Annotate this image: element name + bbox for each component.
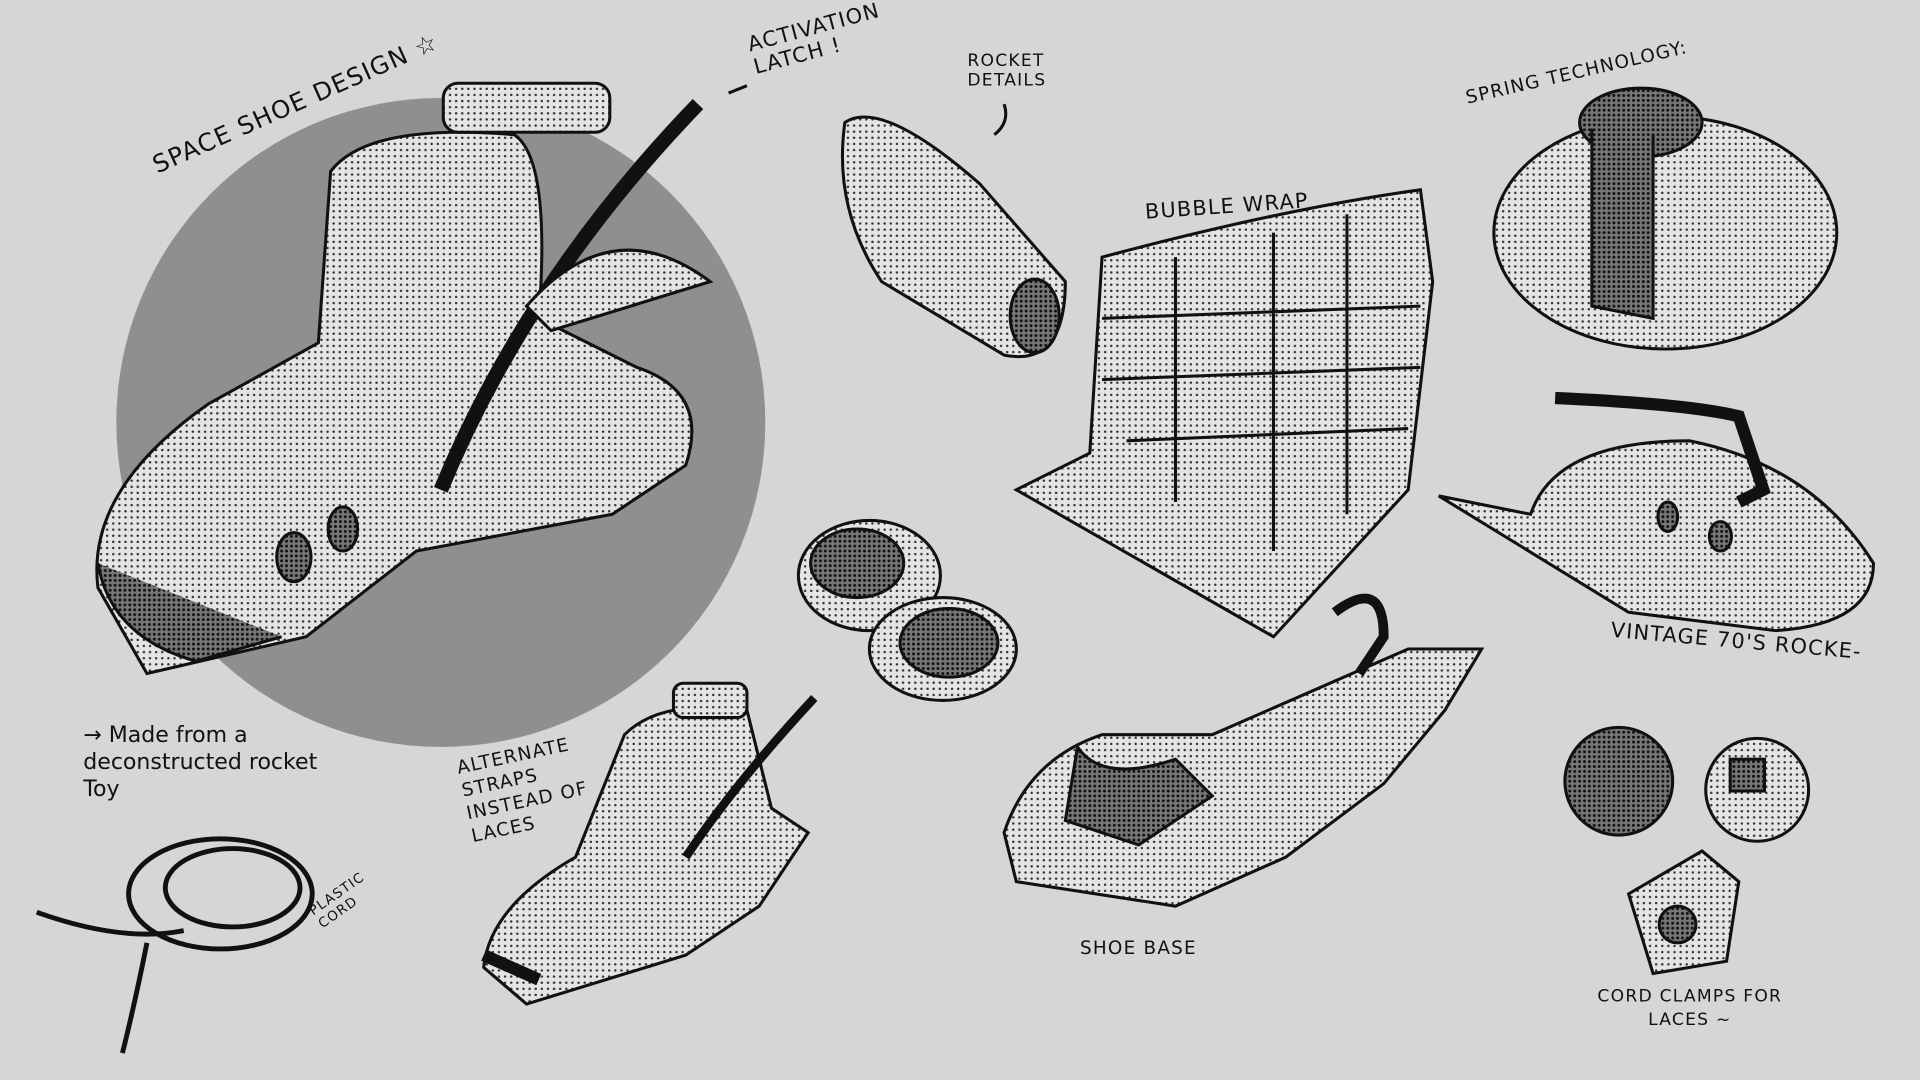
activation-arrow — [728, 84, 748, 95]
vintage-rocket-drawing — [1437, 391, 1876, 633]
bubble-wrap-drawing — [1013, 188, 1435, 639]
made-from-note: → Made from a deconstructed rocket Toy — [83, 722, 318, 803]
plastic-cord-drawing — [35, 836, 315, 1054]
spring-drawing — [1492, 86, 1839, 351]
rocket-details-label: ROCKET DETAILS — [967, 51, 1047, 91]
shoe-base-label: SHOE BASE — [1080, 936, 1197, 959]
cord-clamps-drawing — [1563, 725, 1811, 976]
shoe-base-drawing — [1002, 593, 1485, 908]
buttons-drawing — [796, 518, 1018, 702]
cord-clamps-label: CORD CLAMPS FOR LACES ~ — [1597, 986, 1783, 1030]
alternate-shoe-drawing — [481, 681, 818, 1006]
main-shoe-drawing — [95, 81, 714, 676]
rocket-details-arrow — [993, 103, 1008, 136]
rocket-drawing — [840, 115, 1067, 358]
